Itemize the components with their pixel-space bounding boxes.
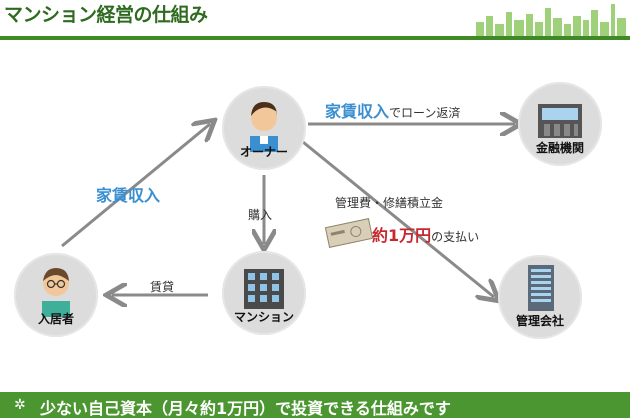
header: マンション経営の仕組み [0, 0, 630, 36]
fees-payment-label: 約1万円の支払い [372, 222, 479, 246]
tenant-label: 入居者 [37, 312, 74, 326]
arrow-owner-to-management [297, 136, 494, 297]
fees-amount: 1万円 [388, 226, 432, 245]
mansion-building-icon [244, 269, 284, 309]
loan-suffix-label: でローン返済 [389, 106, 461, 120]
loan-repayment-label: 家賃収入でローン返済 [325, 98, 460, 122]
rent-income-left-label: 家賃収入 [96, 186, 161, 205]
owner-node: オーナー [222, 86, 306, 170]
rent-income-top-label: 家賃収入 [325, 102, 390, 121]
mansion-label: マンション [233, 310, 294, 324]
bank-label: 金融機関 [535, 141, 584, 155]
lease-label: 賃貸 [150, 280, 175, 294]
tenant-node: 入居者 [14, 253, 98, 337]
owner-label: オーナー [239, 145, 288, 159]
bank-building-icon [538, 104, 582, 138]
bank-node: 金融機関 [518, 82, 602, 166]
management-node: 管理会社 [498, 255, 582, 339]
office-building-icon [528, 265, 554, 311]
footer-text: 少ない自己資本（月々約1万円）で投資できる仕組みです [40, 399, 451, 418]
fees-prefix: 約 [372, 226, 389, 245]
fees-suffix: の支払い [431, 230, 480, 244]
fees-title-label: 管理費・修繕積立金 [335, 196, 444, 210]
tenant-person-icon [42, 268, 70, 317]
banknote-icon [324, 218, 374, 248]
title-divider [0, 36, 630, 40]
purchase-label: 購入 [248, 208, 273, 222]
footer-bullet-icon: ✲ [14, 397, 26, 413]
owner-person-icon [250, 102, 278, 152]
city-skyline-icon [476, 4, 626, 36]
management-label: 管理会社 [515, 314, 564, 328]
arrow-tenant-to-owner [61, 124, 210, 248]
page-title: マンション経営の仕組み [4, 4, 208, 26]
footer-banner: ✲ 少ない自己資本（月々約1万円）で投資できる仕組みです [0, 392, 630, 418]
mansion-node: マンション [222, 251, 306, 335]
